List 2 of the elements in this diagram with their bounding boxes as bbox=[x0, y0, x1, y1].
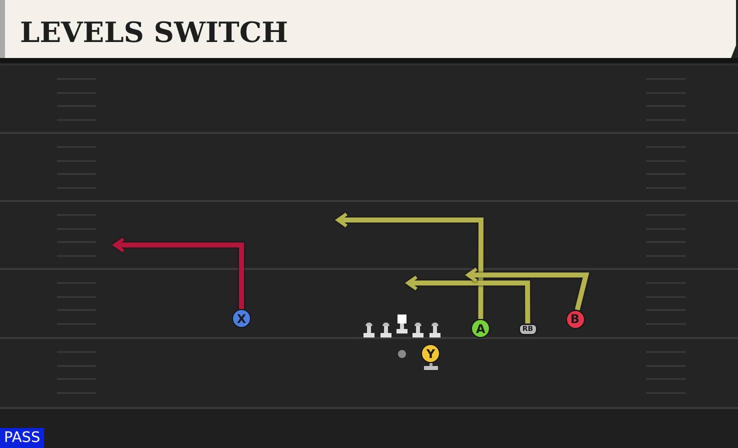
title-text: LEVELS SWITCH bbox=[20, 19, 288, 47]
play-type-tag: PASS bbox=[0, 428, 44, 448]
